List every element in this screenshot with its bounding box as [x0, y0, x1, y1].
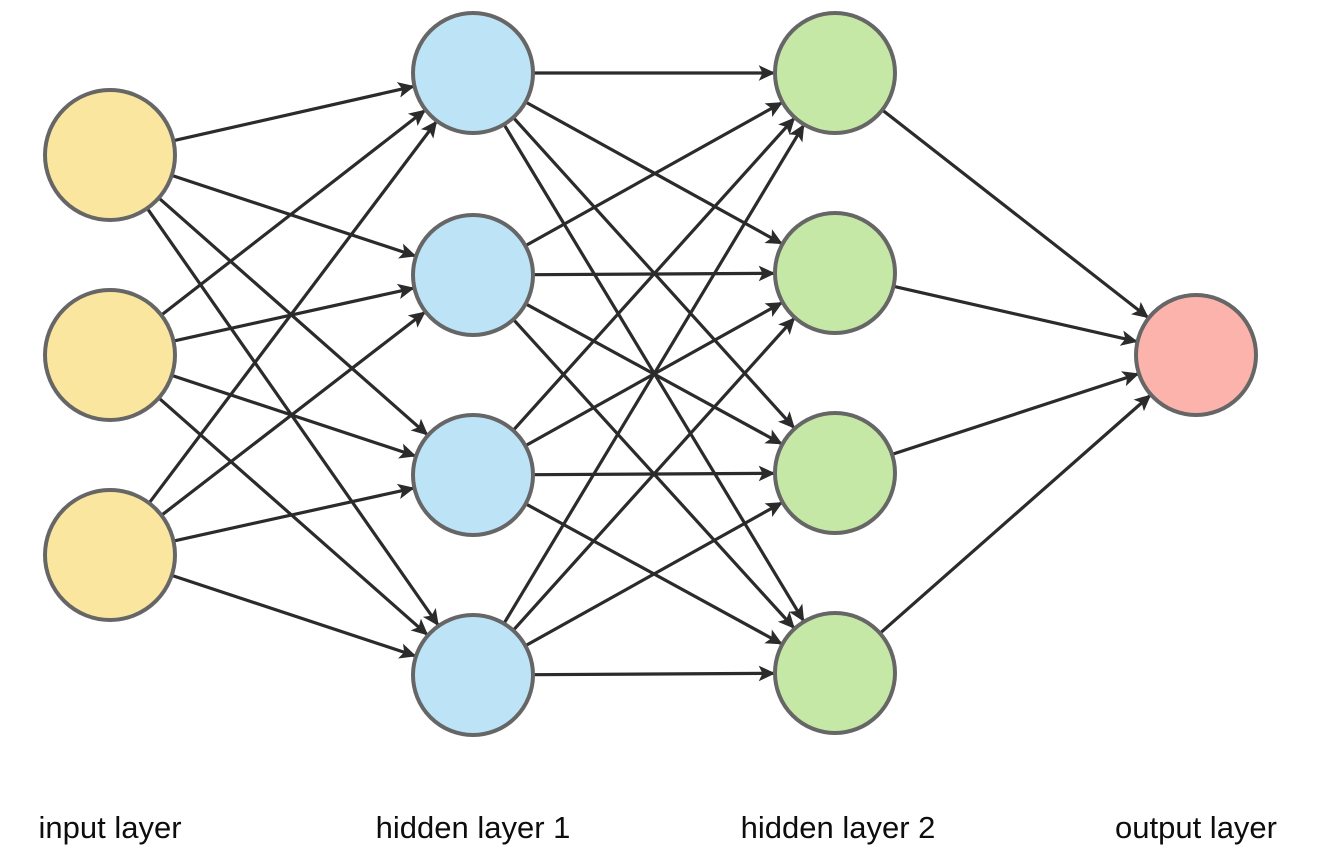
- connection-edge-input-1-to-hidden1-2: [171, 173, 417, 259]
- connection-edge-input-3-to-hidden1-2: [160, 310, 426, 517]
- connection-edge-hidden1-2-to-hidden2-1: [524, 101, 783, 248]
- connection-edge-input-2-to-hidden1-2: [173, 283, 415, 343]
- connection-edge-input-2-to-hidden1-3: [171, 373, 417, 459]
- connection-edge-input-3-to-hidden1-3: [173, 483, 415, 543]
- neuron-output-1[interactable]: [1134, 293, 1258, 417]
- connection-edge-hidden1-4-to-hidden2-2: [511, 317, 796, 632]
- connection-edge-hidden2-3-to-output-1: [891, 371, 1140, 456]
- neuron-hidden2-1[interactable]: [773, 11, 897, 135]
- neuron-hidden1-3[interactable]: [411, 413, 535, 537]
- neuron-input-2[interactable]: [43, 288, 177, 422]
- connection-edge-hidden1-4-to-hidden2-1: [502, 124, 805, 625]
- connection-edge-hidden1-4-to-hidden2-3: [524, 501, 783, 648]
- neuron-input-3[interactable]: [43, 488, 177, 622]
- neuron-hidden2-2[interactable]: [773, 211, 897, 335]
- neuron-hidden1-2[interactable]: [411, 213, 535, 337]
- layer-caption-hidden2: hidden layer 2: [741, 810, 936, 845]
- nodes-group: [43, 11, 1258, 737]
- neuron-hidden1-4[interactable]: [411, 613, 535, 737]
- neuron-hidden2-3[interactable]: [773, 411, 897, 535]
- connection-edge-hidden2-4-to-output-1: [878, 394, 1152, 635]
- connection-edge-hidden1-3-to-hidden2-1: [511, 117, 796, 432]
- neuron-input-1[interactable]: [43, 88, 177, 222]
- connection-edge-input-3-to-hidden1-1: [147, 120, 438, 505]
- connection-edge-hidden2-2-to-output-1: [893, 284, 1138, 346]
- connection-edge-input-2-to-hidden1-1: [160, 109, 426, 317]
- connection-edge-input-3-to-hidden1-4: [171, 573, 417, 659]
- connection-edge-hidden1-4-to-hidden2-4: [532, 665, 776, 682]
- connection-edge-input-2-to-hidden1-4: [157, 396, 429, 636]
- layer-captions-group: input layer hidden layer 1 hidden layer 2 o…: [38, 810, 1277, 845]
- connection-edge-input-1-to-hidden1-3: [157, 196, 429, 436]
- edges-group: [145, 65, 1152, 682]
- neuron-hidden1-1[interactable]: [411, 11, 535, 135]
- layer-caption-input: input layer: [38, 810, 181, 845]
- layer-caption-output: output layer: [1115, 810, 1277, 845]
- connection-edge-input-1-to-hidden1-1: [173, 82, 415, 143]
- layer-caption-hidden1: hidden layer 1: [376, 810, 571, 845]
- neuron-hidden2-4[interactable]: [773, 611, 897, 735]
- connection-edge-hidden2-1-to-output-1: [881, 108, 1149, 319]
